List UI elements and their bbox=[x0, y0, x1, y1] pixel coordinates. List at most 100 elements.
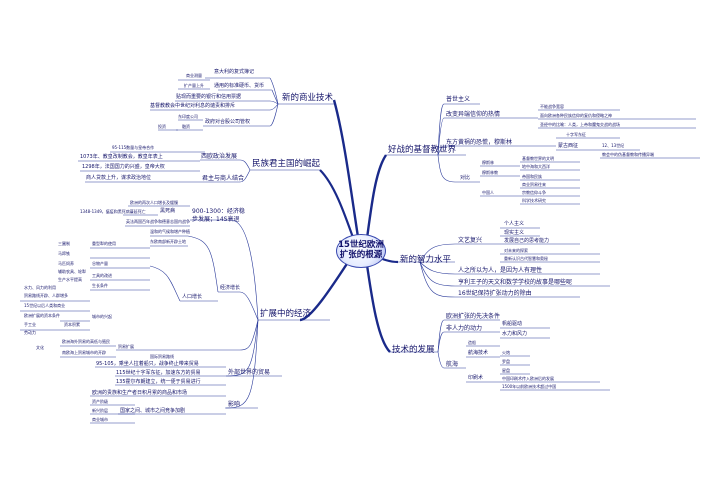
trade-node[interactable]: 商业测量 bbox=[186, 73, 202, 78]
branch-trade[interactable]: 新的商业技术 bbox=[282, 93, 334, 103]
branch-nation[interactable]: 民族君主国的崛起 bbox=[252, 159, 321, 169]
tech-node[interactable]: 印刷术 bbox=[468, 375, 484, 381]
econ-node[interactable]: 国家之间、城市之间竞争加剧 bbox=[120, 408, 186, 414]
branch-economy[interactable]: 扩展中的经济 bbox=[260, 309, 312, 319]
econ-node[interactable]: 国际贸易路线 bbox=[150, 354, 174, 359]
econ-node[interactable]: 手工业 bbox=[24, 322, 36, 327]
christ-node[interactable]: 基督教世界的文明 bbox=[522, 156, 554, 161]
branch-intellect[interactable]: 新的智力水平 bbox=[400, 255, 452, 265]
intel-node[interactable]: 文艺复兴 bbox=[458, 237, 483, 244]
christ-node[interactable]: 中国人 bbox=[482, 190, 494, 195]
econ-node[interactable]: 欧洲的贵族和生产者日积月累的商品和市场 bbox=[92, 390, 188, 396]
econ-node[interactable]: 黑死病 bbox=[160, 208, 176, 214]
econ-node[interactable]: 城市的兴起 bbox=[92, 314, 112, 319]
branch-christendom[interactable]: 好战的基督教世界 bbox=[388, 145, 457, 155]
trade-node[interactable]: 融资 bbox=[182, 124, 190, 129]
christ-node[interactable]: 帝国和民族 bbox=[522, 174, 542, 179]
tech-node[interactable]: 帆船驱动 bbox=[502, 321, 523, 327]
econ-node[interactable]: 东欧南部新开辟土地 bbox=[150, 239, 186, 244]
tech-node[interactable]: 航海 bbox=[446, 361, 459, 368]
econ-node[interactable]: 工具的改进 bbox=[92, 273, 112, 278]
christ-node[interactable]: 圣经中的比喻：人类，上帝和魔鬼交战的战场 bbox=[540, 122, 620, 127]
tech-node[interactable]: 航海技术 bbox=[468, 350, 489, 356]
econ-node[interactable]: 英法两国百年战争和德意志国内战争 bbox=[126, 219, 190, 224]
christ-node[interactable]: 商业贸易往来 bbox=[522, 182, 546, 187]
econ-node[interactable]: 资本积累 bbox=[64, 322, 80, 327]
econ-node[interactable]: 劳动力 bbox=[24, 330, 36, 335]
christ-node[interactable]: 不能战争宽容 bbox=[540, 104, 564, 109]
econ-node[interactable]: 95-105，乘坐人拉着船只，战争终止带来贸易 bbox=[96, 361, 199, 367]
tech-node[interactable]: 造船 bbox=[468, 340, 476, 345]
econ-node[interactable]: 重型犁的使用 bbox=[92, 241, 116, 246]
trade-node[interactable]: 东印度公司 bbox=[178, 114, 198, 119]
tech-node[interactable]: 星盘 bbox=[502, 368, 510, 373]
christ-node[interactable]: 普世主义 bbox=[446, 96, 471, 103]
nation-node[interactable]: 1073年、教皇改制教会，教皇年表上 bbox=[80, 154, 163, 160]
christ-node[interactable]: 宗教信仰斗争 bbox=[522, 190, 546, 195]
econ-node[interactable]: 马蹄铁 bbox=[58, 251, 70, 256]
branch-technology[interactable]: 技术的发展 bbox=[392, 345, 435, 355]
econ-node[interactable]: 文化 bbox=[36, 345, 44, 350]
econ-node[interactable]: 温和的气候和增产种植 bbox=[150, 229, 190, 234]
christ-node[interactable]: 面向欧洲各种民族信仰的复仇和侵略之神 bbox=[540, 113, 612, 118]
intel-node[interactable]: 对未来的探索 bbox=[504, 248, 528, 253]
intel-node[interactable]: 个人主义 bbox=[504, 221, 525, 227]
christ-node[interactable]: 科学技术研究 bbox=[522, 198, 546, 203]
intel-node[interactable]: 发展自己的思考能力 bbox=[504, 238, 550, 244]
econ-node[interactable]: 欧洲扩展的资本条件 bbox=[24, 313, 60, 318]
christ-node[interactable]: 十字军东征 bbox=[566, 132, 586, 137]
tech-node[interactable]: 火炮 bbox=[502, 350, 510, 355]
intel-node[interactable]: 现实主义 bbox=[504, 230, 525, 236]
econ-node[interactable]: 影响 bbox=[228, 401, 241, 408]
econ-node[interactable]: 生产水平提高 bbox=[58, 277, 82, 282]
econ-node[interactable]: 水力、风力的利用 bbox=[24, 285, 56, 290]
trade-node[interactable]: 基督教教会中世纪对利息的谴责和排斥 bbox=[150, 103, 236, 109]
econ-node[interactable]: 商业城市 bbox=[92, 417, 108, 422]
christ-node[interactable]: 改变异端信仰的热情 bbox=[446, 111, 501, 118]
econ-node[interactable]: 步发展；14S衰退 bbox=[192, 216, 240, 223]
econ-node[interactable]: 资产阶级 bbox=[92, 399, 108, 404]
tech-node[interactable]: 中国印刷术传入欧洲后的发展 bbox=[502, 376, 554, 381]
nation-node[interactable]: 君主与商人结合 bbox=[202, 175, 245, 182]
intel-node[interactable]: 亨利王子的天文和数学学校的故事是哪些呢 bbox=[458, 279, 573, 286]
econ-node[interactable]: 南欧海上贸易城市的开辟 bbox=[62, 350, 106, 355]
econ-node[interactable]: 生长条件 bbox=[92, 283, 108, 288]
econ-node[interactable]: 贸易路线开辟、人群增多 bbox=[24, 293, 68, 298]
trade-node[interactable]: 投资 bbox=[158, 124, 166, 129]
econ-node[interactable]: 外部世界的贸易 bbox=[228, 369, 271, 376]
christ-node[interactable]: 对比 bbox=[460, 175, 471, 181]
christ-node[interactable]: 蒙古西征 bbox=[558, 143, 579, 149]
econ-node[interactable]: 马匹饲养 bbox=[58, 261, 74, 266]
econ-node[interactable]: 135霍尔布朗建立，统一便于贸易进行 bbox=[116, 379, 201, 385]
christ-node[interactable]: 12、13世纪 bbox=[602, 143, 625, 148]
tech-node[interactable]: 水力和风力 bbox=[502, 331, 528, 337]
econ-node[interactable]: 900-1300：经济稳 bbox=[192, 208, 245, 215]
econ-node[interactable]: 人口增长 bbox=[182, 294, 203, 300]
econ-node[interactable]: 谷物产量 bbox=[92, 261, 108, 266]
intel-node[interactable]: 人之所以为人，是因为人有理性 bbox=[458, 267, 543, 274]
trade-node[interactable]: 通用的标准硬币、货币 bbox=[214, 83, 265, 89]
econ-node[interactable]: 新兴阶层 bbox=[92, 408, 108, 413]
nation-node[interactable]: 商人贷款上升，谋求政治地位 bbox=[86, 175, 152, 181]
econ-node[interactable]: 115世纪十字军东征，加速东方的贸易 bbox=[116, 370, 201, 376]
trade-node[interactable]: 扩产量上升 bbox=[184, 83, 204, 88]
econ-node[interactable]: 欧洲的再次人口增长及缓慢 bbox=[130, 200, 178, 205]
trade-node[interactable]: 贴现而重要的银行和信用票据 bbox=[176, 94, 242, 100]
tech-node[interactable]: 罗盘 bbox=[502, 359, 510, 364]
econ-node[interactable]: 辅助农具、轮犁 bbox=[58, 269, 86, 274]
christ-node[interactable]: 教会中的伪基督教和传播异端 bbox=[602, 152, 654, 157]
nation-node[interactable]: 西欧政治发展 bbox=[201, 153, 238, 160]
nation-node[interactable]: 95-115数量与皇帝合作 bbox=[112, 145, 155, 150]
christ-node[interactable]: 地中海和大西洋 bbox=[522, 164, 550, 169]
christ-node[interactable]: 穆斯林 bbox=[482, 160, 494, 165]
christ-node[interactable]: 东方黄祸的恐慌，穆斯林 bbox=[446, 139, 513, 146]
trade-node[interactable]: 意大利的复式簿记 bbox=[214, 69, 255, 75]
econ-node[interactable]: 三圃制 bbox=[58, 241, 70, 246]
econ-node[interactable]: 1348-1349，瘟疫和黑死病蔓延死亡 bbox=[80, 209, 146, 214]
econ-node[interactable]: 15世纪以后人类和商业 bbox=[24, 303, 66, 308]
econ-node[interactable]: 贸易扩展 bbox=[118, 344, 134, 349]
intel-node[interactable]: 重新认识古代智慧和奥秘 bbox=[504, 256, 548, 261]
tech-node[interactable]: 欧洲扩张的先决条件 bbox=[446, 313, 501, 320]
christ-node[interactable]: 穆斯林教 bbox=[482, 170, 498, 175]
econ-node[interactable]: 欧洲海外贸易的高低与殖民 bbox=[62, 339, 110, 344]
